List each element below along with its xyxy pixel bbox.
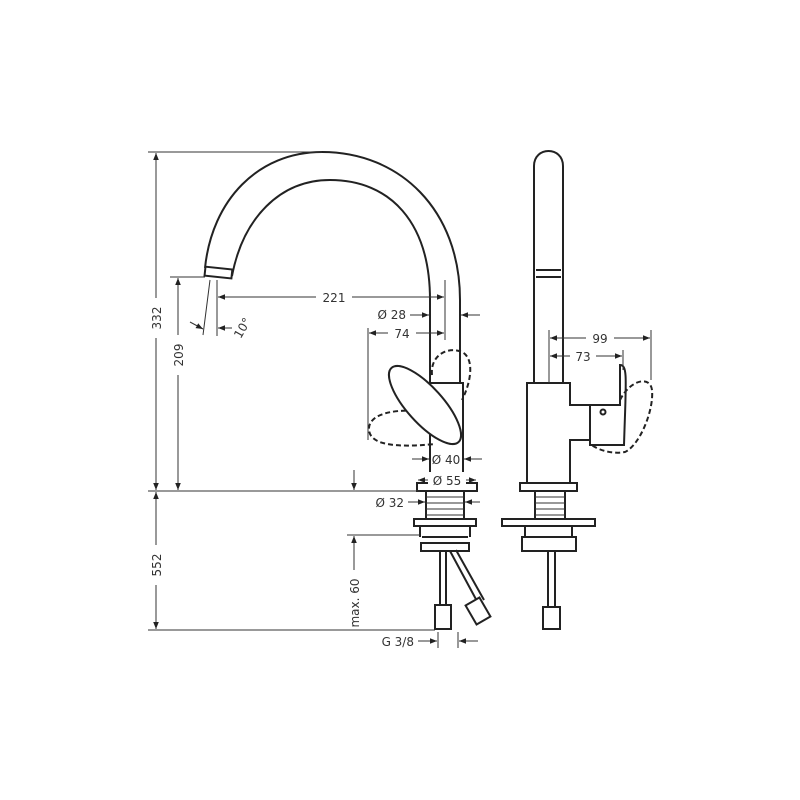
- hose-connector: [434, 604, 452, 630]
- front-view: [203, 150, 492, 630]
- mounting-plate: [413, 518, 477, 527]
- side-handle-dashed: [591, 380, 654, 454]
- side-view: [501, 150, 654, 630]
- dim-diameter-32: Ø 32: [375, 496, 404, 510]
- dim-552: 552: [150, 554, 164, 577]
- spout-tip: [203, 265, 234, 280]
- side-plate: [501, 518, 596, 527]
- dim-332: 332: [150, 307, 164, 330]
- hose-connector-angled: [464, 596, 492, 626]
- side-handle: [589, 363, 627, 446]
- side-body: [526, 382, 591, 484]
- dim-diameter-28: Ø 28: [377, 308, 406, 322]
- hose-straight: [439, 551, 447, 605]
- dim-73: 73: [575, 350, 590, 364]
- side-spout: [533, 150, 564, 383]
- dim-74: 74: [394, 327, 409, 341]
- dim-max-60: max. 60: [348, 578, 362, 627]
- dim-diameter-55: Ø 55: [433, 474, 462, 488]
- dim-221: 221: [323, 291, 346, 305]
- mounting-nut: [420, 542, 470, 552]
- dim-99: 99: [592, 332, 607, 346]
- spout-outer: [204, 150, 461, 383]
- dim-209: 209: [172, 344, 186, 367]
- dim-g-3-8: G 3/8: [382, 635, 414, 649]
- spout-inner: [231, 178, 431, 383]
- thread-lines: [426, 496, 464, 516]
- hose-angled: [449, 549, 485, 604]
- handle-left-dashed: [367, 409, 436, 447]
- dimensions: 332 552 209 221 10° Ø 28 74 Ø 40 Ø 55 Ø …: [148, 151, 652, 649]
- handle: [387, 364, 463, 446]
- dim-diameter-40: Ø 40: [432, 453, 461, 467]
- aerator: [536, 269, 561, 278]
- dim-10-degrees: 10°: [231, 315, 254, 340]
